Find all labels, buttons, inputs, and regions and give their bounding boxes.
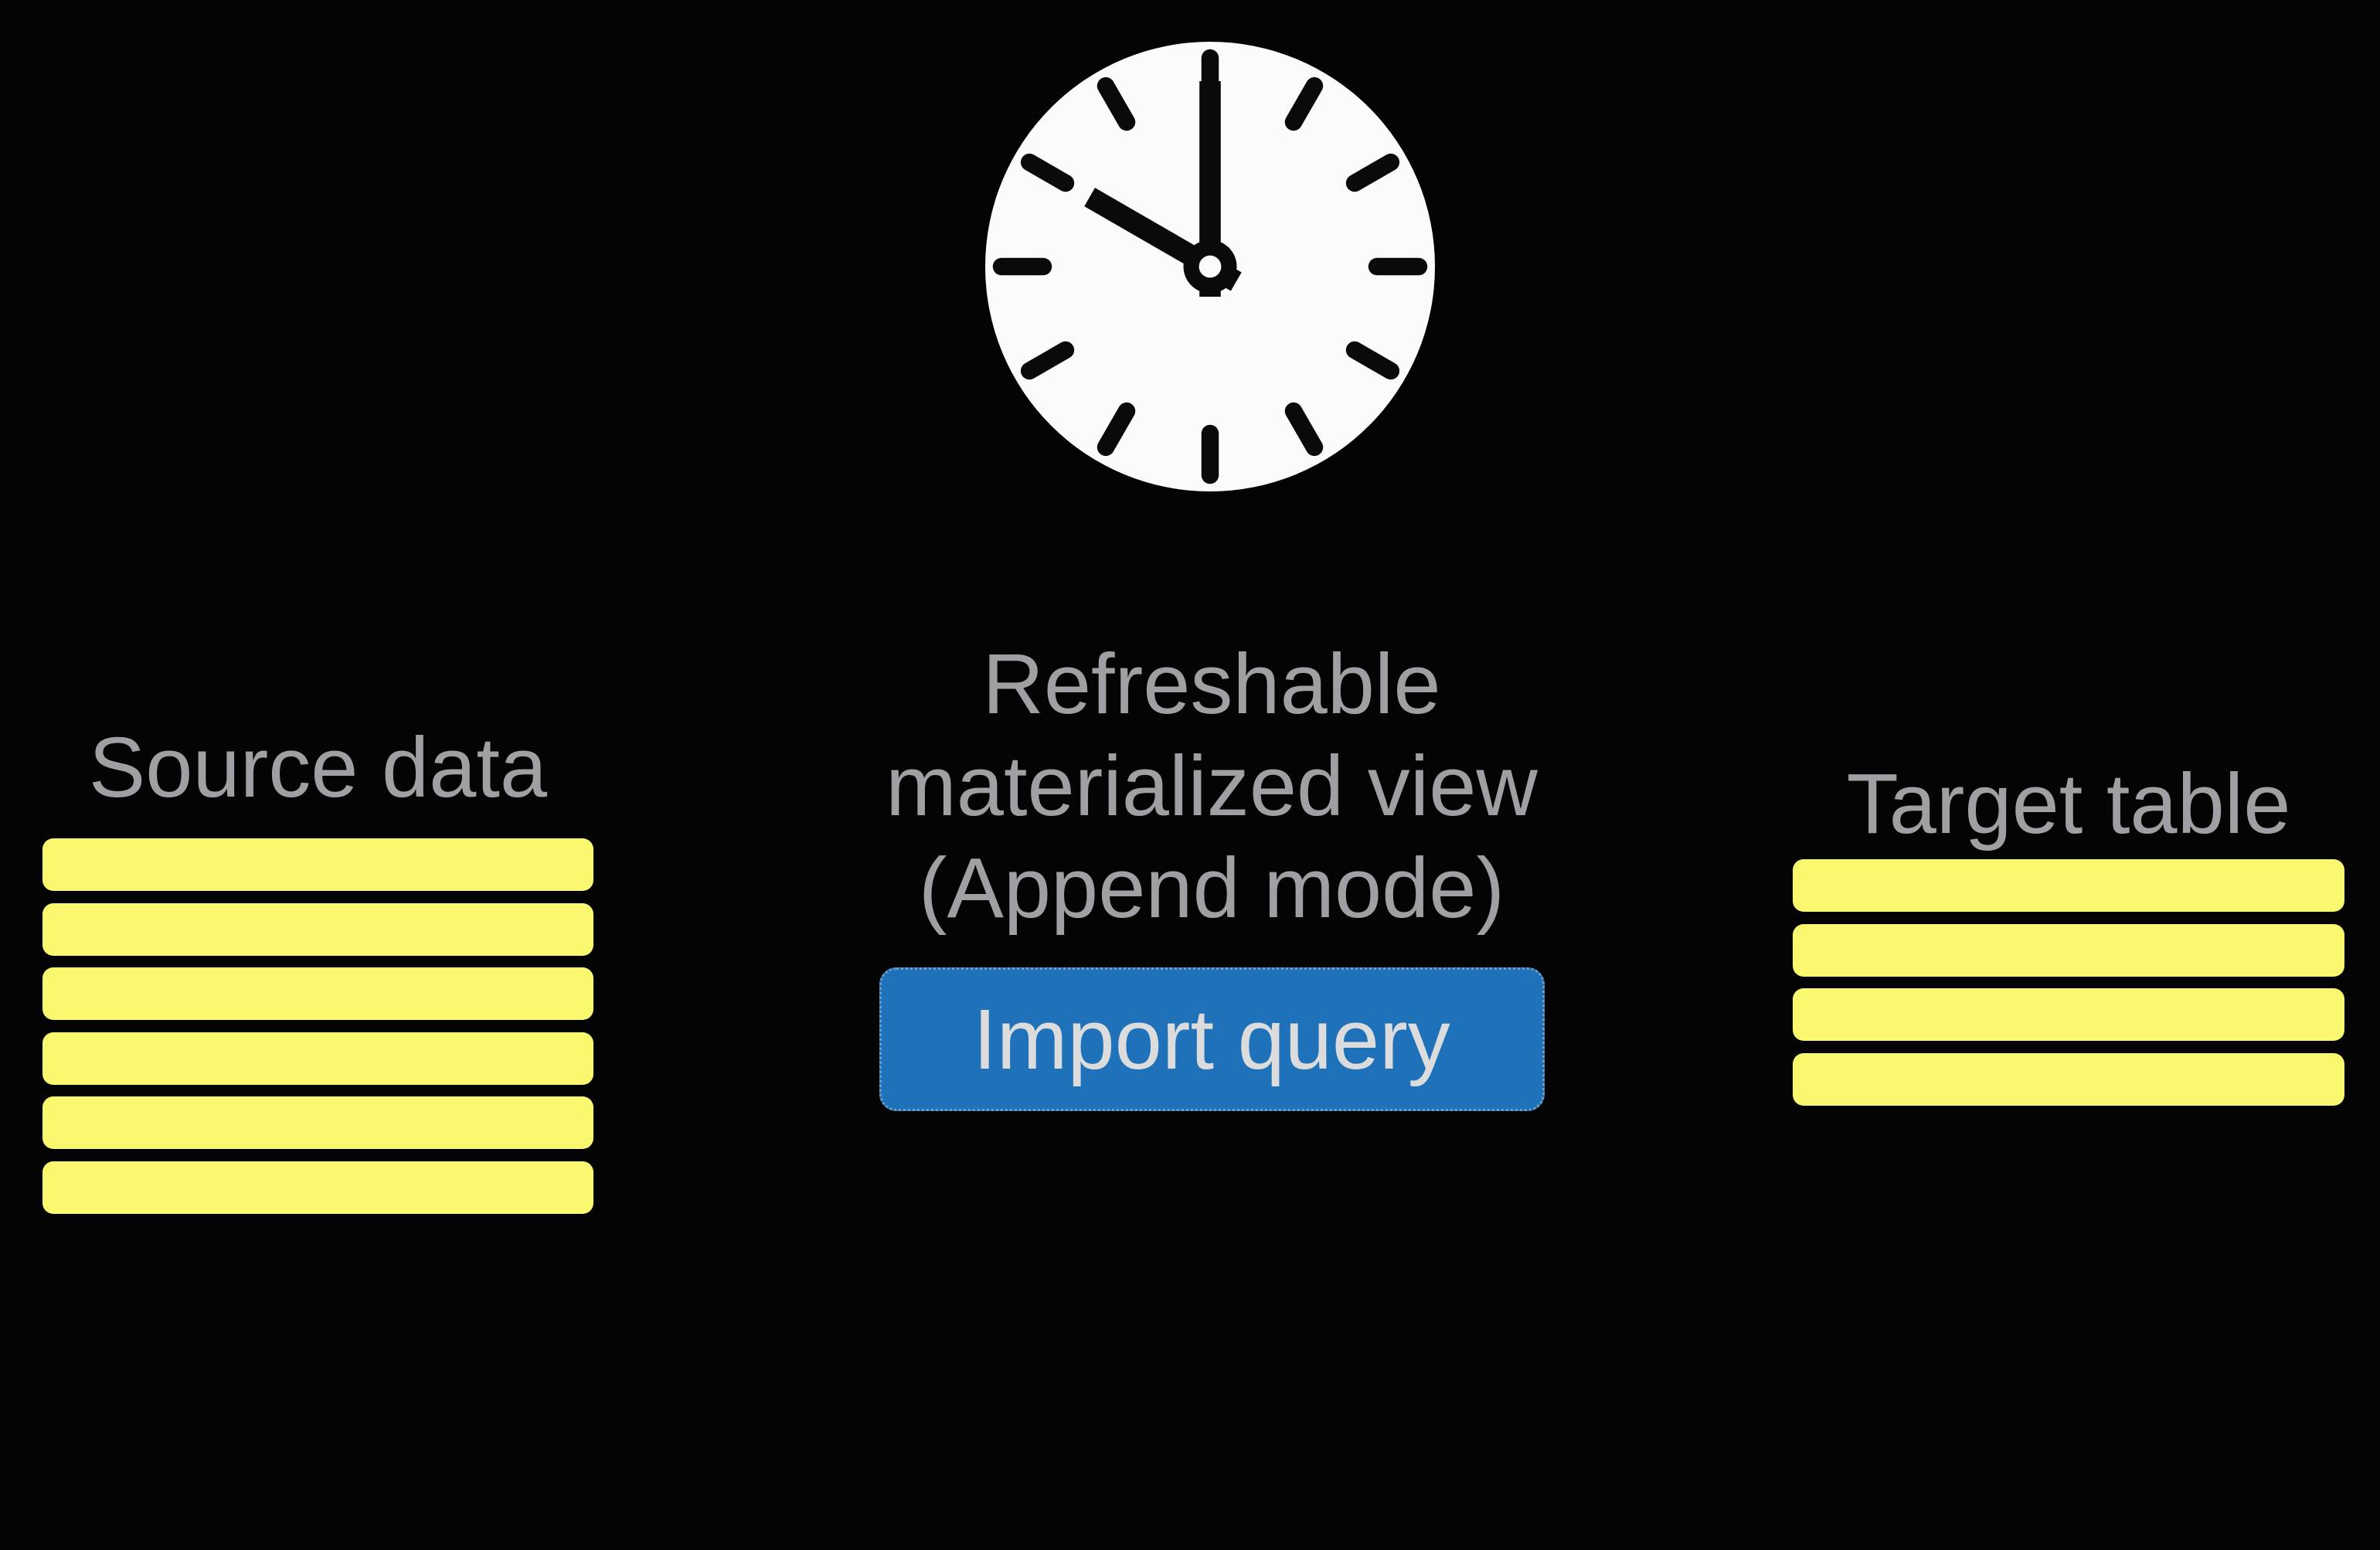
clock-tick-marks bbox=[992, 49, 1428, 484]
table-row bbox=[42, 967, 593, 1020]
clock-center-dot bbox=[1198, 255, 1222, 278]
table-row bbox=[1793, 859, 2344, 912]
target-table-label: Target table bbox=[1846, 756, 2291, 851]
source-table bbox=[42, 838, 593, 1214]
target-table bbox=[1793, 859, 2344, 1106]
table-row bbox=[42, 1096, 593, 1149]
table-row bbox=[1793, 923, 2344, 977]
table-row bbox=[42, 902, 593, 956]
materialized-view-title-line1: Refreshable bbox=[982, 637, 1441, 732]
materialized-view-title: Refreshable materialized view (Append mo… bbox=[825, 634, 1598, 940]
table-row bbox=[42, 838, 593, 891]
clock-icon bbox=[985, 42, 1435, 491]
materialized-view-title-line2: materialized view bbox=[886, 739, 1538, 834]
table-row bbox=[42, 1161, 593, 1214]
materialized-view-title-line3: (Append mode) bbox=[918, 841, 1505, 936]
materialized-view-block: Refreshable materialized view (Append mo… bbox=[825, 634, 1598, 1111]
source-data-label: Source data bbox=[88, 720, 548, 815]
table-row bbox=[1793, 988, 2344, 1041]
table-row bbox=[42, 1032, 593, 1085]
table-row bbox=[1793, 1052, 2344, 1106]
import-query-button[interactable]: Import query bbox=[879, 967, 1545, 1111]
